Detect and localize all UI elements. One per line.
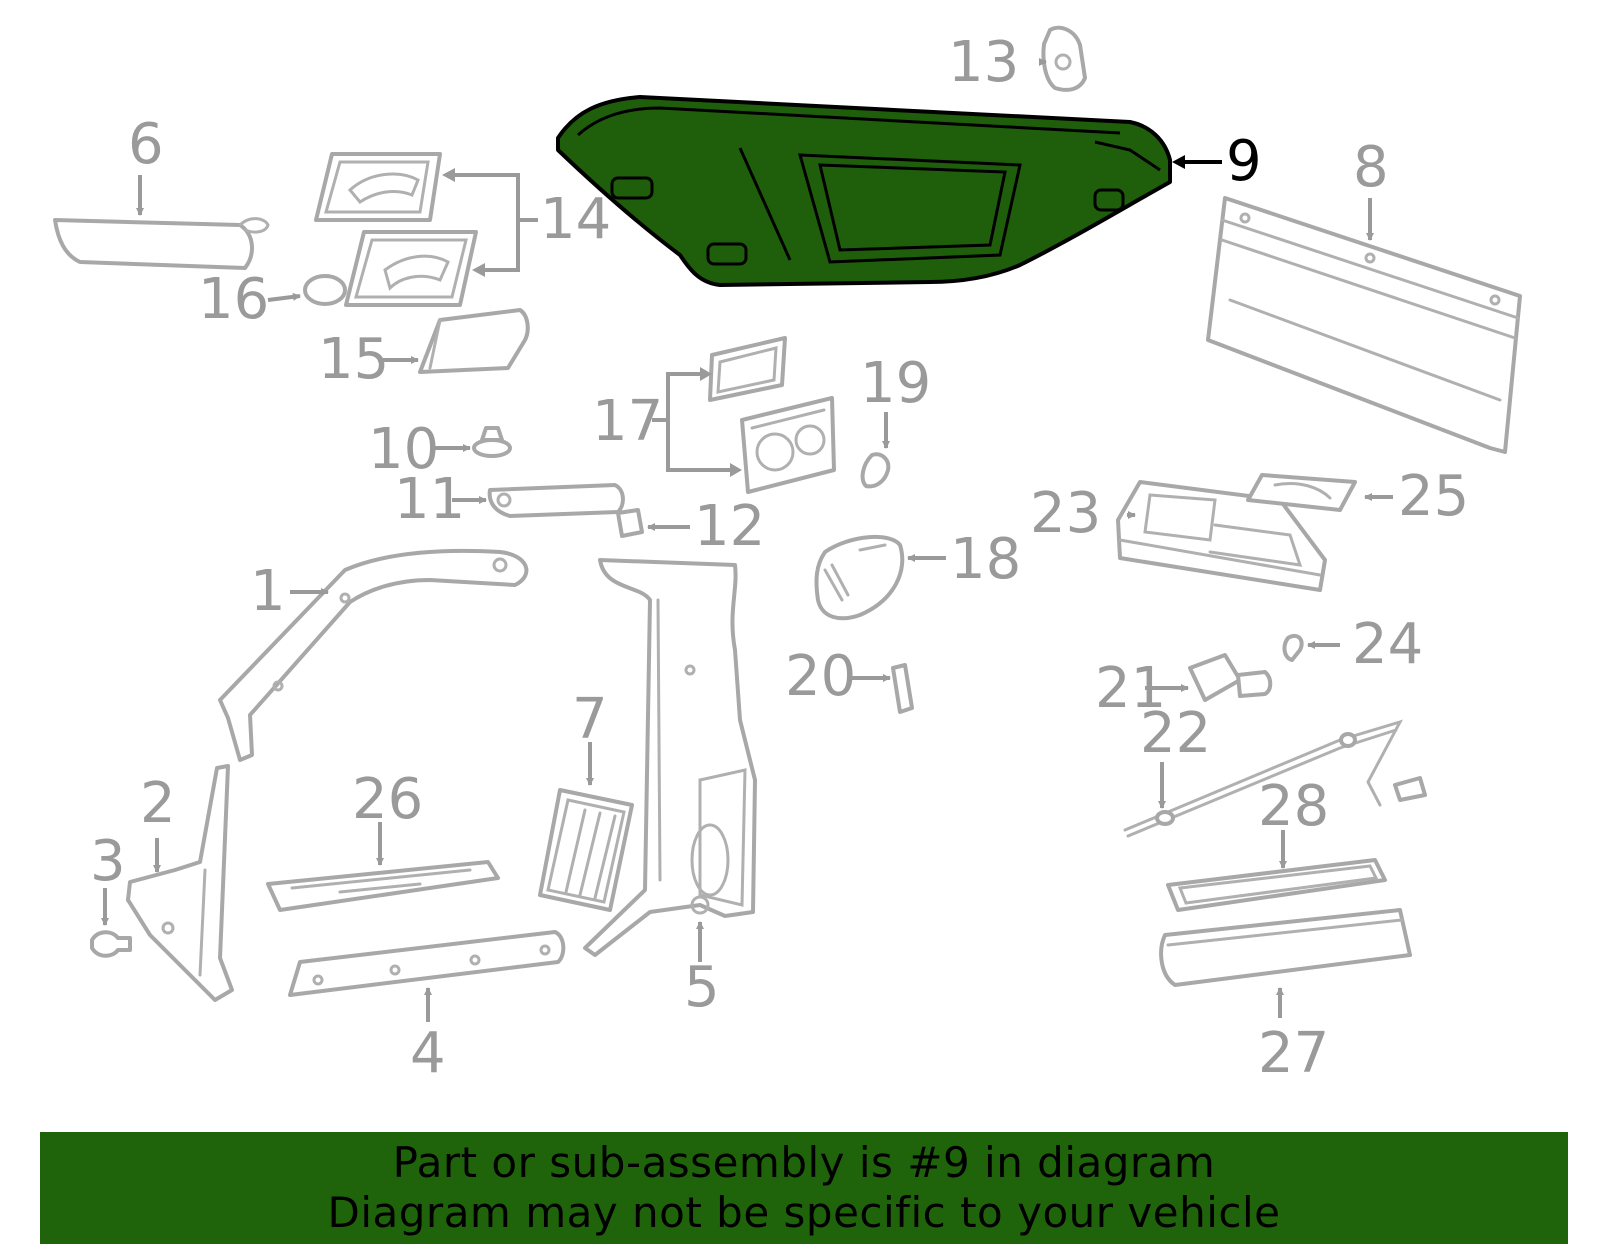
part-5-quarter-trim[interactable]: [583, 558, 757, 957]
callout-22[interactable]: 22: [1140, 701, 1211, 766]
callout-18[interactable]: 18: [950, 527, 1021, 592]
notice-line-1: Part or sub-assembly is #9 in diagram: [392, 1138, 1216, 1187]
part-6-sun-visor[interactable]: [53, 217, 270, 270]
callout-17[interactable]: 17: [592, 389, 663, 454]
callout-23[interactable]: 23: [1030, 481, 1101, 546]
callout-10[interactable]: 10: [368, 417, 439, 482]
part-18-dome-lamp[interactable]: [814, 534, 905, 621]
callout-14[interactable]: 14: [540, 187, 611, 252]
callout-21[interactable]: 21: [1095, 656, 1166, 721]
callout-27[interactable]: 27: [1258, 1021, 1329, 1086]
part-23-storage-tray[interactable]: [1116, 480, 1327, 592]
callout-4[interactable]: 4: [410, 1021, 446, 1086]
callout-labels: 13 9 6 8 14 16 15 19 17 10 11 12 23 25 1…: [90, 30, 1469, 1086]
part-16-bulb[interactable]: [303, 274, 347, 306]
callout-28[interactable]: 28: [1258, 774, 1329, 839]
callout-6[interactable]: 6: [128, 112, 164, 177]
callout-11[interactable]: 11: [394, 467, 465, 532]
callout-5[interactable]: 5: [684, 955, 720, 1020]
callout-12[interactable]: 12: [694, 494, 765, 559]
part-9-headliner[interactable]: [556, 95, 1172, 287]
part-19-clip[interactable]: [860, 452, 891, 489]
part-4-sill-plate[interactable]: [288, 930, 566, 997]
part-10-fastener[interactable]: [472, 426, 512, 458]
callout-13[interactable]: 13: [948, 30, 1019, 95]
callout-9[interactable]: 9: [1226, 129, 1262, 194]
part-13-bracket[interactable]: [1041, 25, 1087, 92]
callout-3[interactable]: 3: [90, 829, 126, 894]
part-14-console-lens[interactable]: [314, 152, 478, 307]
callout-25[interactable]: 25: [1398, 464, 1469, 529]
part-7-speaker-grille[interactable]: [538, 788, 634, 912]
callout-20[interactable]: 20: [785, 644, 856, 709]
callout-26[interactable]: 26: [352, 767, 423, 832]
part-15-lamp[interactable]: [418, 308, 530, 374]
part-22-cable[interactable]: [1123, 719, 1427, 838]
part-8-trim-panel[interactable]: [1206, 196, 1522, 454]
callout-15[interactable]: 15: [318, 327, 389, 392]
callout-8[interactable]: 8: [1353, 135, 1389, 200]
notice-line-2: Diagram may not be specific to your vehi…: [327, 1188, 1281, 1237]
part-26-sill-plate[interactable]: [266, 860, 500, 912]
part-28-mat[interactable]: [1166, 858, 1387, 912]
callout-24[interactable]: 24: [1352, 612, 1423, 677]
part-11-grab-handle[interactable]: [487, 483, 625, 518]
callout-1[interactable]: 1: [250, 559, 286, 624]
part-12-cap[interactable]: [616, 508, 644, 538]
part-24-clip[interactable]: [1282, 633, 1304, 662]
part-3-screw[interactable]: [90, 930, 132, 958]
callout-7[interactable]: 7: [572, 687, 608, 752]
part-25-lamp-lens[interactable]: [1246, 473, 1357, 512]
part-17-console[interactable]: [708, 336, 836, 494]
part-21-hook[interactable]: [1188, 653, 1273, 702]
part-1-pillar-trim[interactable]: [218, 548, 529, 762]
callout-19[interactable]: 19: [860, 351, 931, 416]
callout-2[interactable]: 2: [140, 771, 176, 836]
notice-banner: Part or sub-assembly is #9 in diagram Di…: [40, 1132, 1568, 1244]
callout-16[interactable]: 16: [198, 267, 269, 332]
part-2-pillar-trim[interactable]: [126, 764, 234, 1002]
leader-lines: [101, 58, 1393, 1022]
part-20-bulb[interactable]: [891, 663, 914, 714]
part-27-tray[interactable]: [1159, 908, 1412, 987]
